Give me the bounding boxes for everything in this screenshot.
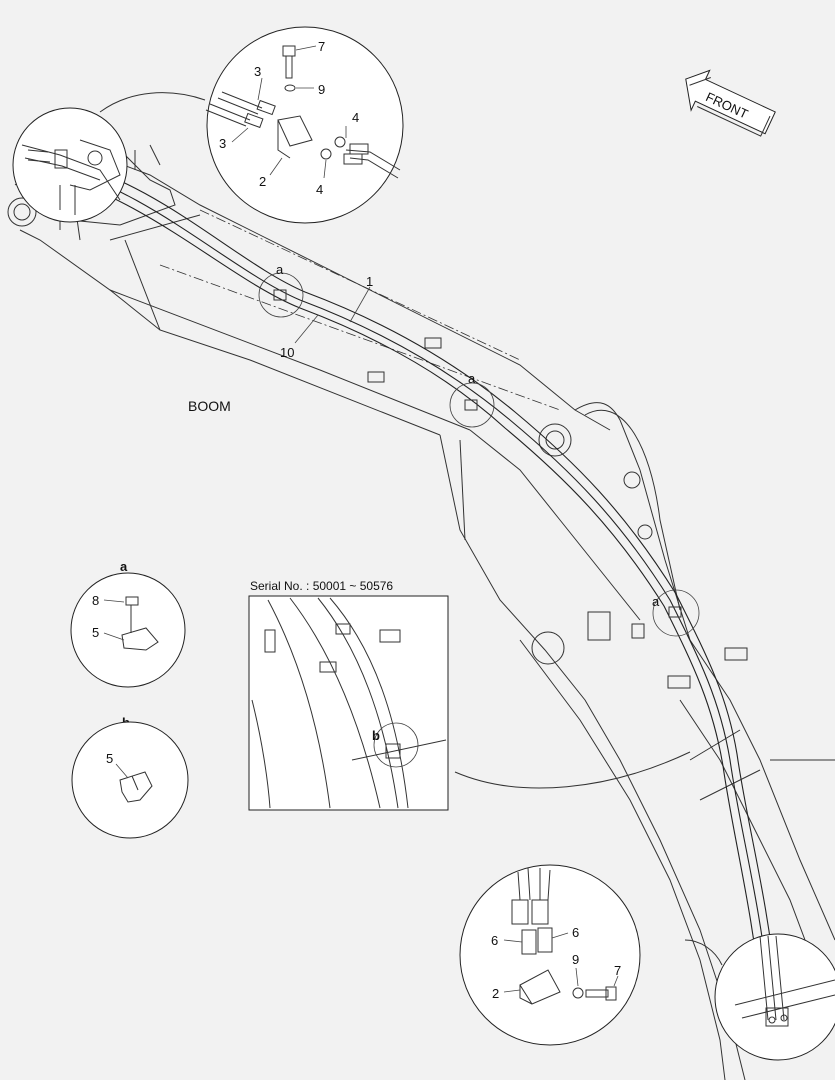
callout-hose-1: 1 (366, 274, 373, 289)
front-arrow-icon: FRONT (685, 69, 776, 137)
serial-b-letter: b (372, 728, 380, 743)
boom-structure (7, 139, 835, 1080)
bracket-icon (277, 115, 313, 159)
callout-top-3b: 3 (219, 136, 226, 151)
clamp-icon (119, 771, 153, 803)
bracket-icon (519, 969, 561, 1005)
callout-top-4b: 4 (316, 182, 323, 197)
bolt-icon (125, 596, 139, 633)
hose-run (44, 157, 778, 1007)
serial-inset: Serial No. : 50001 ~ 50576 b (248, 579, 449, 811)
callout-bot-9: 9 (572, 952, 579, 967)
callout-a-5: 5 (92, 625, 99, 640)
clamp-a-1: a (258, 262, 304, 318)
clamp-a3-letter: a (652, 594, 660, 609)
callout-a-8: 8 (92, 593, 99, 608)
callout-top-7: 7 (318, 39, 325, 54)
bolt-icon (282, 45, 296, 79)
callout-top-4a: 4 (352, 110, 359, 125)
hose-callouts: 1 10 (280, 274, 373, 360)
callout-bot-6a: 6 (491, 933, 498, 948)
bolt-icon (585, 986, 617, 1001)
fitting-icon (205, 91, 276, 129)
foot-detail-circle (12, 107, 128, 223)
clamp-a2-letter: a (468, 371, 476, 386)
washer-icon (284, 84, 296, 92)
callout-bot-7: 7 (614, 963, 621, 978)
clamp-icon (121, 627, 159, 651)
clamp-a1-letter: a (276, 262, 284, 277)
boom-label: BOOM (188, 398, 231, 414)
clamp-a-3: a (652, 589, 700, 637)
callout-bot-2: 2 (492, 986, 499, 1001)
detail-a-circle: a 8 5 (70, 559, 186, 688)
detail-a-letter: a (120, 559, 128, 574)
washer-icon (572, 987, 584, 999)
callout-top-2: 2 (259, 174, 266, 189)
callout-bot-6b: 6 (572, 925, 579, 940)
clamp-a-2: a (449, 371, 495, 428)
detail-b-circle: b 5 (71, 715, 189, 839)
callout-top-9: 9 (318, 82, 325, 97)
top-detail-circle: 7 9 3 3 2 4 4 (205, 26, 404, 224)
callout-hose-10: 10 (280, 345, 294, 360)
callout-top-3a: 3 (254, 64, 261, 79)
arm-tip-detail-circle (714, 933, 835, 1061)
serial-note: Serial No. : 50001 ~ 50576 (250, 579, 393, 593)
bottom-detail-circle: 6 6 2 9 7 (459, 864, 641, 1046)
callout-b-5: 5 (106, 751, 113, 766)
